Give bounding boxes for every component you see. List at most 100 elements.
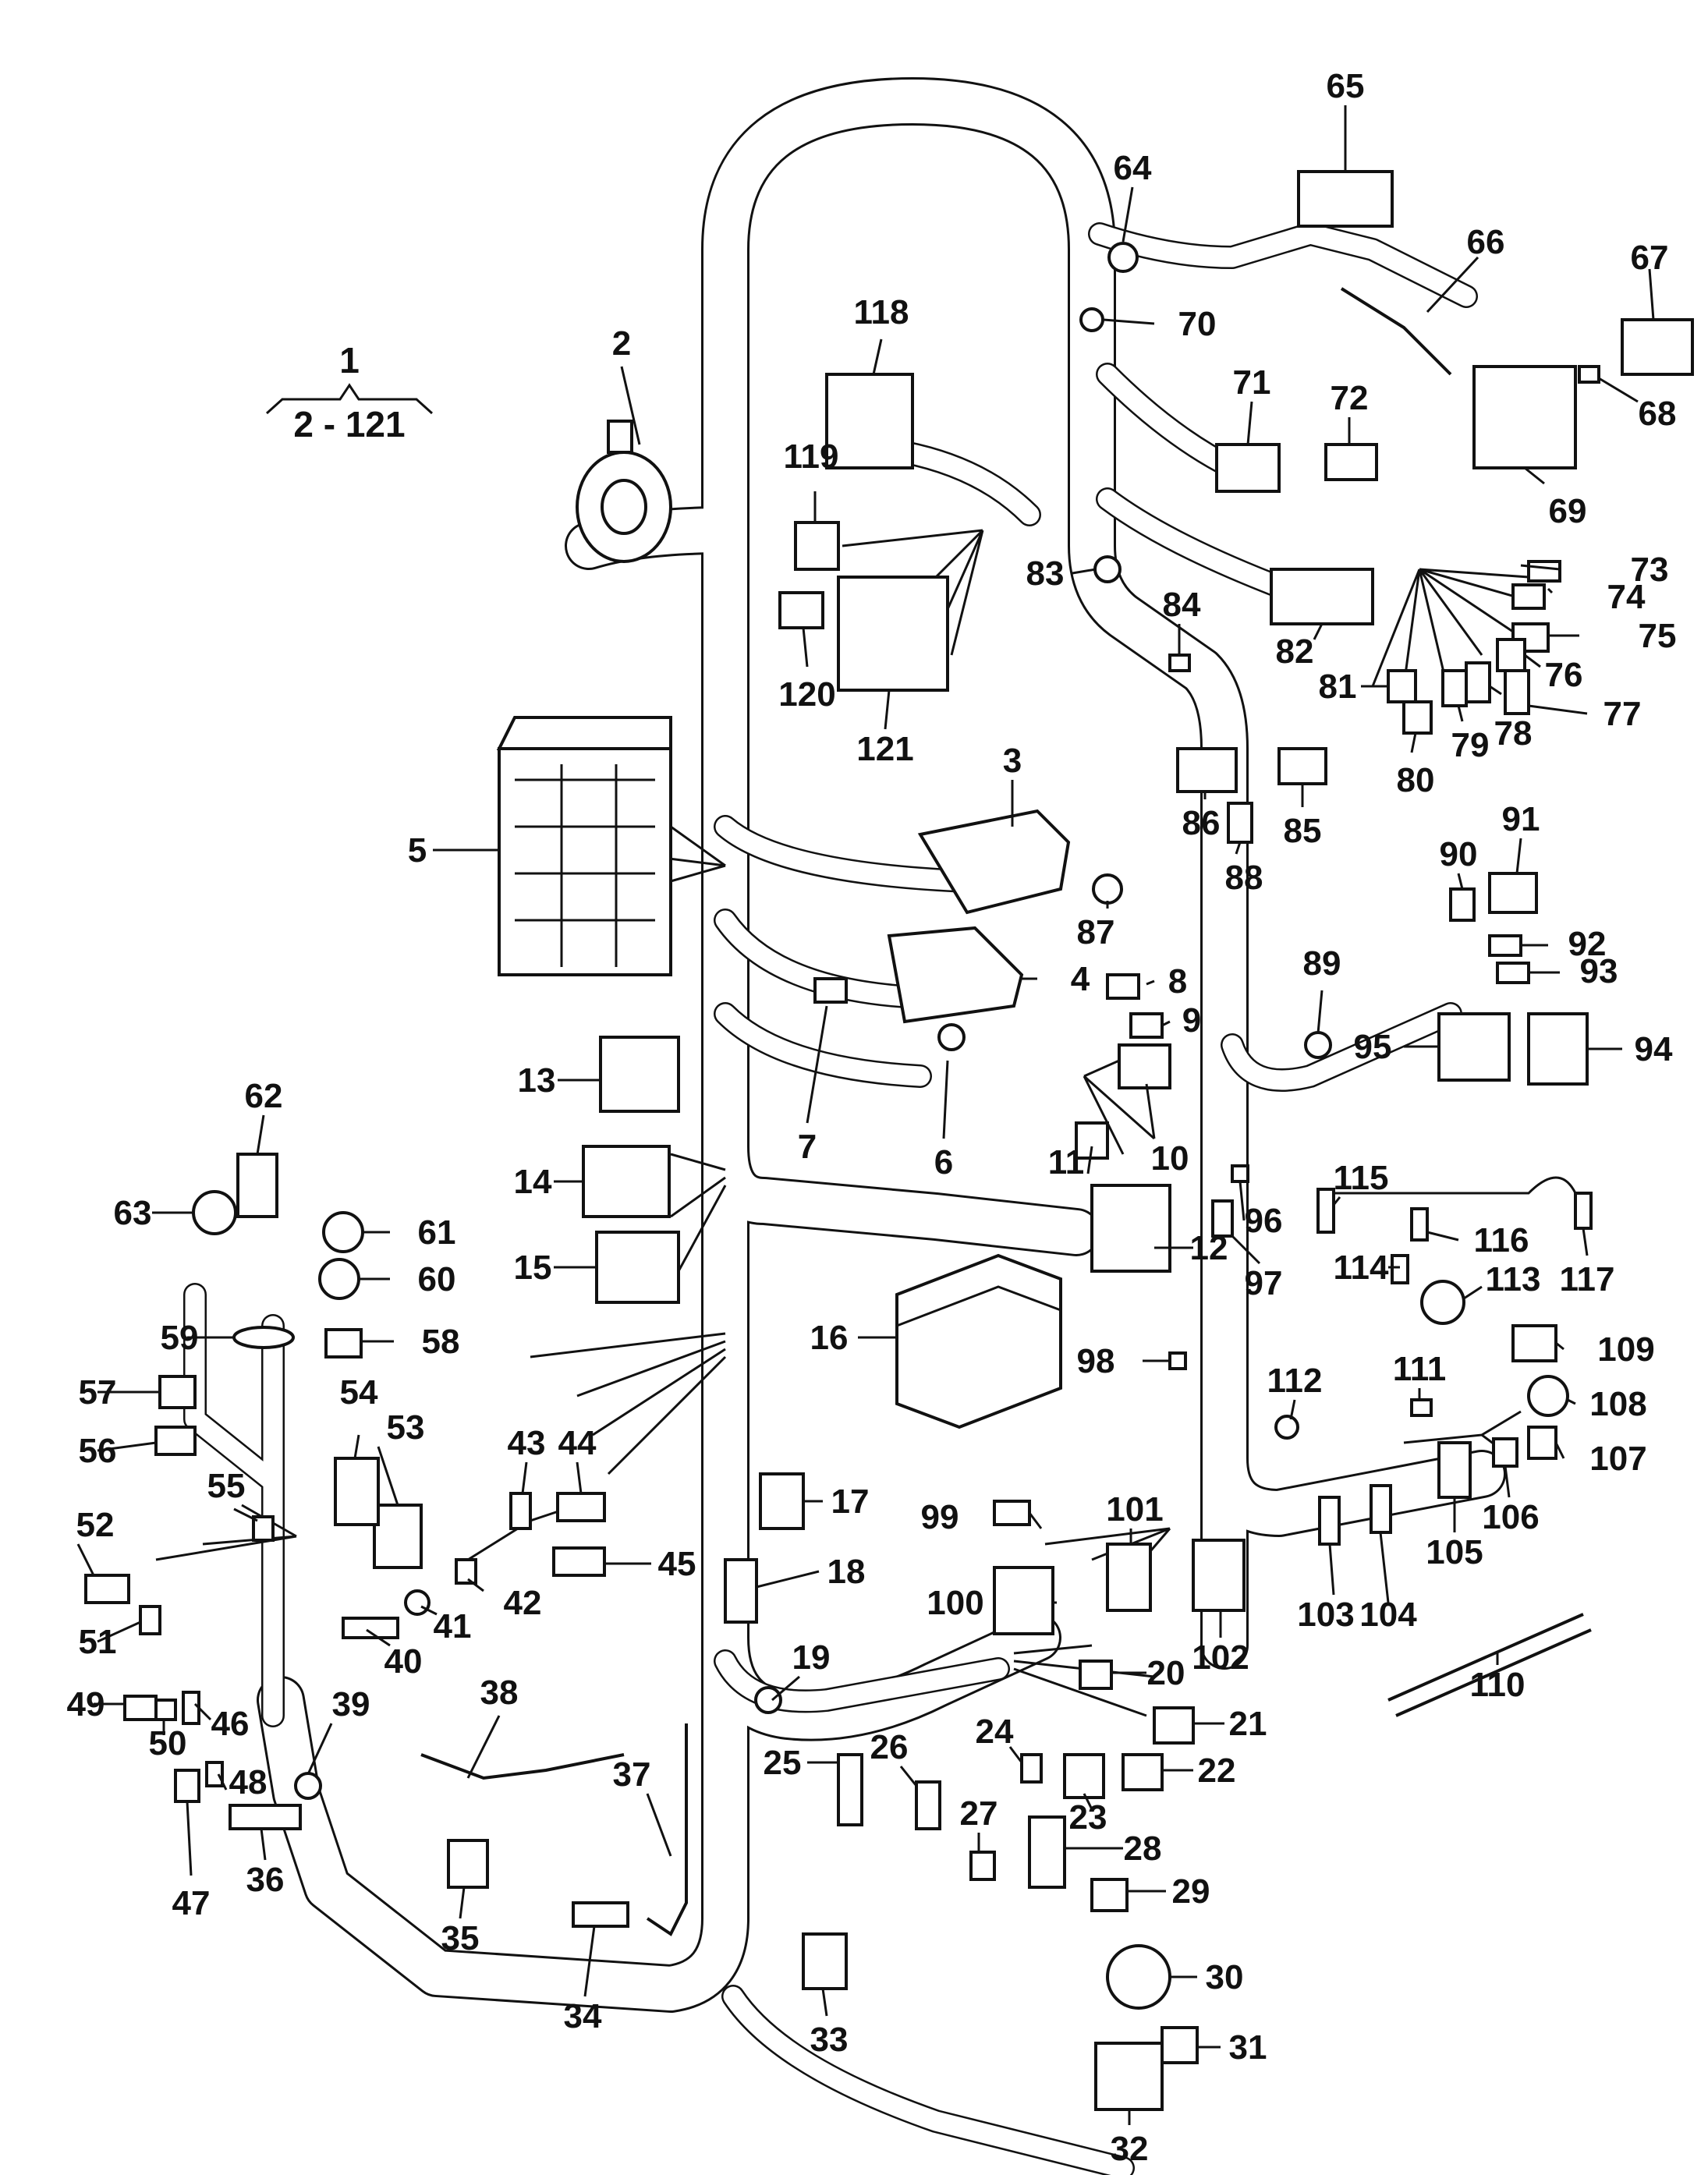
connector-part-100 — [993, 1566, 1054, 1635]
housing-part-4 — [887, 926, 1024, 1024]
label-93: 93 — [1580, 952, 1618, 990]
connector-part-116 — [1410, 1207, 1429, 1242]
label-34: 34 — [564, 1997, 602, 2035]
label-62: 62 — [245, 1077, 283, 1115]
connector-part-95 — [1437, 1012, 1511, 1082]
label-33: 33 — [810, 2021, 849, 2059]
connector-part-8 — [1106, 973, 1140, 1000]
label-35: 35 — [441, 1919, 480, 1957]
label-8: 8 — [1168, 962, 1187, 1001]
label-117: 117 — [1560, 1260, 1615, 1298]
label-21: 21 — [1229, 1705, 1267, 1743]
connector-part-107 — [1527, 1426, 1557, 1460]
label-87: 87 — [1077, 913, 1115, 951]
connector-part-46 — [182, 1691, 200, 1725]
label-53: 53 — [387, 1408, 425, 1447]
connector-part-60 — [318, 1258, 360, 1300]
connector-part-61 — [322, 1211, 364, 1253]
label-74: 74 — [1607, 578, 1646, 616]
label-71: 71 — [1233, 363, 1271, 402]
cable-part-38 — [420, 1753, 625, 1780]
connector-part-65 — [1297, 170, 1394, 228]
group-number: 1 — [339, 340, 360, 381]
connector-part-108 — [1527, 1375, 1569, 1417]
label-82: 82 — [1276, 632, 1314, 671]
connector-part-28 — [1028, 1815, 1066, 1889]
label-6: 6 — [934, 1143, 953, 1181]
label-17: 17 — [831, 1482, 870, 1521]
label-100: 100 — [927, 1584, 983, 1622]
label-88: 88 — [1225, 859, 1263, 897]
label-22: 22 — [1198, 1752, 1236, 1790]
label-67: 67 — [1631, 239, 1669, 277]
connector-part-52 — [84, 1574, 130, 1604]
clip-part-87 — [1092, 873, 1123, 905]
label-94: 94 — [1635, 1030, 1673, 1068]
connector-part-31 — [1161, 2026, 1199, 2064]
relay-part-14 — [582, 1145, 671, 1218]
connector-part-24 — [1020, 1753, 1043, 1784]
label-80: 80 — [1397, 761, 1435, 799]
connector-part-120 — [778, 591, 824, 629]
strip-part-110 — [1387, 1613, 1592, 1717]
connector-part-47 — [174, 1769, 200, 1803]
label-32: 32 — [1111, 2130, 1149, 2168]
connector-part-50 — [154, 1699, 177, 1721]
label-23: 23 — [1069, 1798, 1107, 1837]
leader-lines — [76, 105, 1655, 2125]
label-120: 120 — [778, 675, 835, 714]
connector-part-73 — [1527, 560, 1561, 583]
connector-part-94 — [1527, 1012, 1589, 1086]
label-72: 72 — [1331, 379, 1369, 417]
label-89: 89 — [1303, 944, 1341, 983]
connector-part-102 — [1192, 1539, 1246, 1612]
connector-part-76 — [1496, 638, 1526, 672]
label-77: 77 — [1603, 695, 1642, 733]
label-25: 25 — [764, 1744, 802, 1782]
label-24: 24 — [976, 1713, 1014, 1751]
harness-branches — [183, 222, 1478, 2175]
connector-part-92 — [1488, 934, 1522, 957]
label-4: 4 — [1071, 960, 1090, 998]
bracket-part-66 — [1340, 287, 1452, 376]
label-38: 38 — [480, 1674, 519, 1712]
label-95: 95 — [1354, 1028, 1392, 1066]
clip-part-36 — [229, 1804, 302, 1830]
components — [84, 170, 1694, 2111]
label-90: 90 — [1440, 835, 1478, 873]
connector-part-56 — [154, 1426, 197, 1456]
group-header: 1 2 - 121 — [265, 340, 434, 445]
connector-part-69 — [1472, 365, 1577, 469]
label-111: 111 — [1393, 1350, 1447, 1388]
label-43: 43 — [508, 1424, 546, 1462]
label-116: 116 — [1474, 1221, 1529, 1259]
connector-part-99 — [993, 1500, 1031, 1526]
label-76: 76 — [1545, 656, 1583, 694]
connector-part-63 — [192, 1190, 237, 1235]
label-96: 96 — [1245, 1202, 1283, 1240]
label-109: 109 — [1597, 1330, 1654, 1369]
label-66: 66 — [1467, 223, 1505, 261]
connector-part-80 — [1402, 700, 1433, 735]
connector-part-101 — [1106, 1543, 1152, 1612]
label-5: 5 — [408, 831, 427, 870]
label-81: 81 — [1319, 668, 1357, 706]
label-19: 19 — [792, 1638, 831, 1677]
connector-part-30 — [1106, 1944, 1171, 2010]
label-3: 3 — [1003, 742, 1022, 780]
label-13: 13 — [518, 1061, 556, 1100]
connector-part-71 — [1215, 443, 1281, 493]
connector-part-109 — [1511, 1324, 1557, 1362]
label-10: 10 — [1151, 1139, 1189, 1178]
clip-part-42 — [455, 1558, 477, 1585]
label-20: 20 — [1147, 1654, 1185, 1692]
connector-part-91 — [1488, 872, 1538, 914]
connector-part-49 — [123, 1695, 158, 1721]
connector-part-106 — [1492, 1437, 1518, 1468]
grommet-part-2 — [576, 420, 672, 563]
label-51: 51 — [79, 1623, 117, 1661]
connector-part-21 — [1153, 1706, 1195, 1745]
connector-part-77 — [1504, 669, 1530, 715]
clip-part-83 — [1093, 555, 1122, 583]
label-47: 47 — [172, 1884, 211, 1922]
